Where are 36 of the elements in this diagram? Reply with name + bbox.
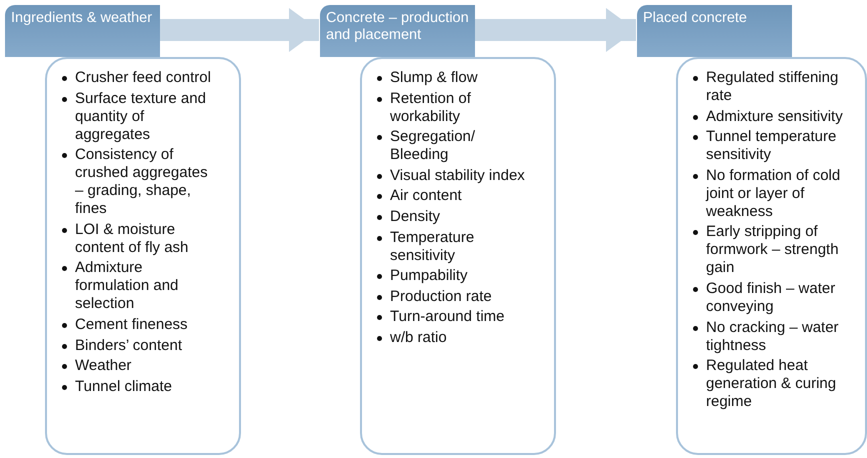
bullet-item: Turn-around time — [374, 308, 532, 326]
bullet-item: Cement fineness — [59, 316, 217, 334]
bullet-item: Segregation/ Bleeding — [374, 128, 532, 164]
bullet-item: Regulated heat generation & curing regime — [690, 357, 843, 412]
bullet-item: Admixture sensitivity — [690, 108, 843, 126]
bullet-item: Tunnel climate — [59, 378, 217, 396]
bullet-item: Production rate — [374, 288, 532, 306]
bullet-item: Weather — [59, 357, 217, 376]
bullet-item: Consistency of crushed aggregates – grading, shape, fines — [59, 146, 217, 218]
bullet-item: Temperature sensitivity — [374, 228, 532, 265]
bullet-item: Crusher feed control — [59, 69, 217, 87]
list-panel — [360, 57, 556, 455]
stage-header: Placed concrete — [637, 5, 792, 57]
list-panel — [45, 57, 241, 455]
bullet-item: LOI & moisture content of fly ash — [59, 220, 217, 257]
bullet-item: Retention of workability — [374, 90, 532, 126]
bullet-item: Admixture formulation and selection — [59, 259, 217, 314]
block-arrow — [475, 8, 636, 52]
bullet-item: No formation of cold joint or layer of weakness — [690, 166, 843, 221]
bullet-item: No cracking – water tightness — [690, 318, 843, 355]
bullet-item: Binders’ content — [59, 336, 217, 355]
bullet-item: Pumpability — [374, 267, 532, 286]
stage-header: Ingredients & weather — [5, 5, 160, 57]
bullet-item: Air content — [374, 187, 532, 206]
bullet-item: Early stripping of formwork – strength gain — [690, 223, 843, 278]
bullet-item: Surface texture and quantity of aggregates — [59, 90, 217, 144]
block-arrow — [160, 8, 319, 52]
bullet-item: w/b ratio — [374, 328, 532, 347]
stage-header: Concrete – production and placement — [320, 5, 475, 57]
bullet-item: Density — [374, 208, 532, 226]
bullet-item: Tunnel temperature sensitivity — [690, 128, 843, 164]
bullet-item: Good finish – water conveying — [690, 280, 843, 316]
list-panel — [676, 57, 867, 455]
bullet-item: Regulated stiffening rate — [690, 69, 843, 105]
bullet-item: Visual stability index — [374, 166, 532, 185]
bullet-item: Slump & flow — [374, 69, 532, 87]
